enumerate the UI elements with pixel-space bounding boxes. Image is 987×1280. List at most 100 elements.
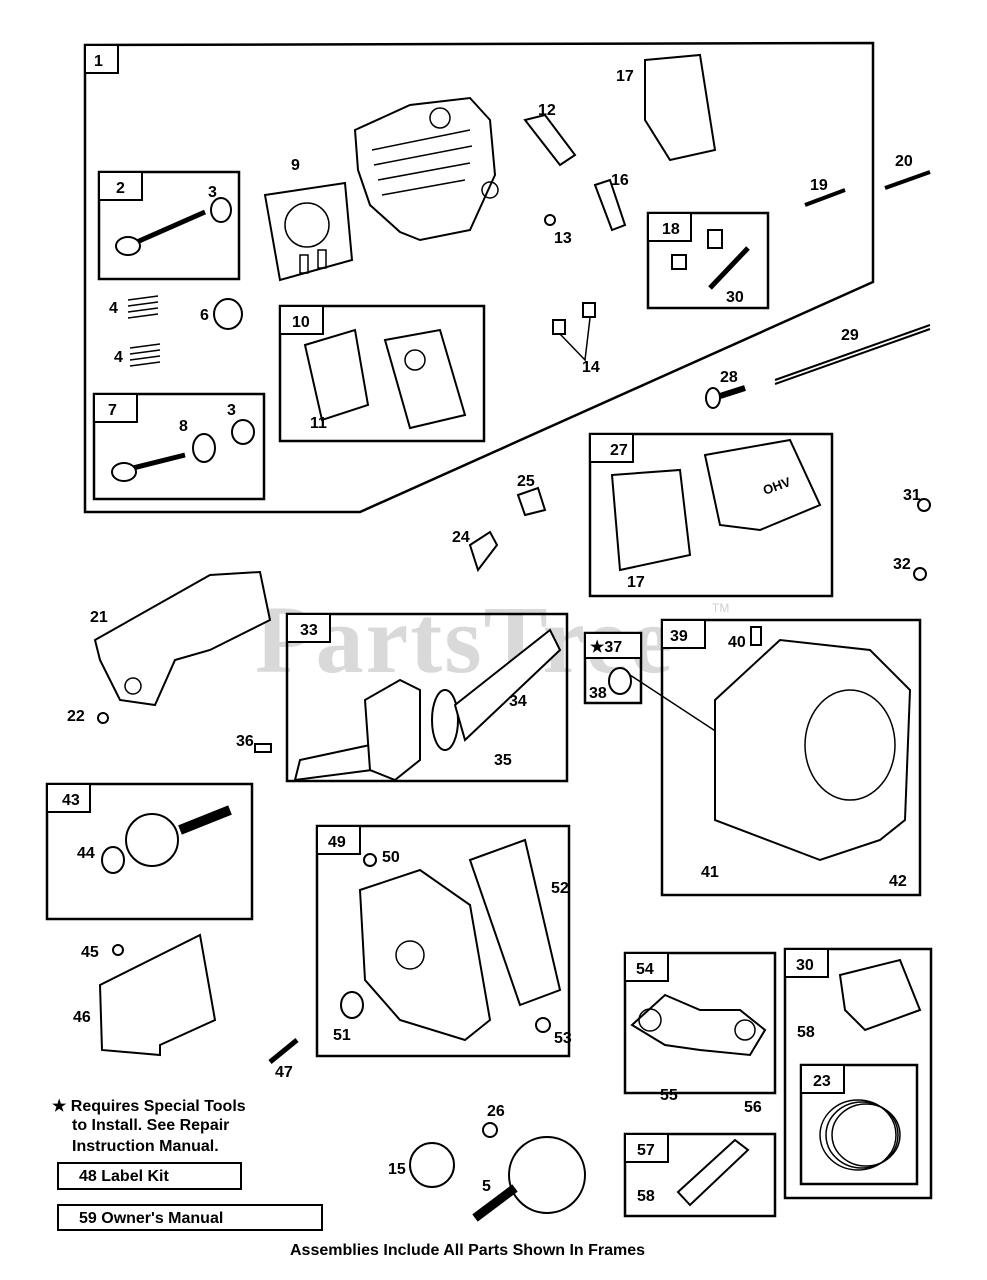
callout-58b: 58 bbox=[637, 1188, 655, 1205]
callout-14: 14 bbox=[582, 359, 600, 376]
callout-55: 55 bbox=[660, 1087, 678, 1104]
callout-13: 13 bbox=[554, 230, 572, 247]
screw-13-part bbox=[544, 214, 556, 226]
screw-45-part bbox=[112, 944, 124, 956]
callout-41: 41 bbox=[701, 864, 719, 881]
cylinder-head-part bbox=[353, 96, 499, 242]
callout-51: 51 bbox=[333, 1027, 351, 1044]
frame-label-27: 27 bbox=[610, 442, 628, 459]
callout-38: 38 bbox=[589, 685, 607, 702]
frame-label-1: 1 bbox=[94, 53, 103, 70]
frame-label-18: 18 bbox=[662, 221, 680, 238]
callout-32: 32 bbox=[893, 556, 911, 573]
frame-label-33: 33 bbox=[300, 622, 318, 639]
callout-47: 47 bbox=[275, 1064, 293, 1081]
frame-27[interactable]: 27 OHV bbox=[588, 432, 834, 598]
callout-36: 36 bbox=[236, 733, 254, 750]
cover-gasket-part bbox=[644, 53, 717, 162]
frame-43[interactable]: 43 bbox=[45, 782, 254, 921]
callout-4b: 4 bbox=[114, 349, 123, 366]
frame-label-57: 57 bbox=[637, 1142, 655, 1159]
frame-18[interactable]: 18 bbox=[646, 211, 770, 310]
frame-7[interactable]: 7 bbox=[92, 392, 266, 501]
callout-3b: 3 bbox=[227, 402, 236, 419]
callout-44: 44 bbox=[77, 845, 95, 862]
callout-30a: 30 bbox=[726, 289, 744, 306]
callout-19: 19 bbox=[810, 177, 828, 194]
frame-54[interactable]: 54 bbox=[623, 951, 777, 1095]
screw-32-part bbox=[913, 567, 927, 581]
callout-46: 46 bbox=[73, 1009, 91, 1026]
frame-label-7: 7 bbox=[108, 402, 117, 419]
push-rod-29-part bbox=[774, 324, 931, 381]
callout-50: 50 bbox=[382, 849, 400, 866]
callout-3a: 3 bbox=[208, 184, 217, 201]
frame-37[interactable]: ★37 bbox=[583, 631, 643, 705]
frame-label-30: 30 bbox=[796, 957, 814, 974]
spark-plug-24-part bbox=[468, 530, 499, 573]
callout-35: 35 bbox=[494, 752, 512, 769]
tappet-28-part bbox=[705, 385, 746, 409]
frame-23[interactable]: 23 bbox=[799, 1063, 919, 1186]
callout-12: 12 bbox=[538, 102, 556, 119]
callout-16: 16 bbox=[611, 172, 629, 189]
special-tools-note: ★ Requires Special Tools bbox=[52, 1096, 246, 1116]
key-36-part bbox=[254, 743, 272, 753]
callout-labels: 3 4 4 6 8 3 9 11 12 13 14 16 17 19 20 29… bbox=[67, 68, 921, 1205]
frame-label-2: 2 bbox=[116, 180, 125, 197]
callout-8: 8 bbox=[179, 418, 188, 435]
callout-11: 11 bbox=[310, 415, 327, 432]
callout-52: 52 bbox=[551, 880, 569, 897]
frame-49[interactable]: 49 bbox=[315, 824, 571, 1058]
frame-39[interactable]: 39 bbox=[660, 618, 922, 897]
star-icon: ★ bbox=[52, 1098, 67, 1115]
frame-label-54: 54 bbox=[636, 961, 654, 978]
frame-label-43: 43 bbox=[62, 792, 80, 809]
breather-tube-25-part bbox=[516, 486, 547, 517]
special-tools-line1: Requires Special Tools bbox=[70, 1098, 246, 1115]
callout-20: 20 bbox=[895, 153, 913, 170]
owners-manual-box[interactable]: 59 Owner's Manual bbox=[57, 1204, 323, 1231]
frame-label-49: 49 bbox=[328, 834, 346, 851]
special-tools-line3: Instruction Manual. bbox=[72, 1138, 219, 1155]
label-kit-box[interactable]: 48 Label Kit bbox=[57, 1162, 242, 1190]
frame-1[interactable]: 1 bbox=[83, 41, 875, 514]
callout-25: 25 bbox=[517, 473, 535, 490]
frame-label-39: 39 bbox=[670, 628, 688, 645]
frame-2[interactable]: 2 bbox=[97, 170, 241, 281]
callout-17a: 17 bbox=[616, 68, 634, 85]
frame-57[interactable]: 57 bbox=[623, 1132, 777, 1218]
retainer-14a-part bbox=[552, 319, 566, 335]
camshaft-5-part bbox=[472, 1184, 518, 1222]
head-gasket-part bbox=[263, 181, 354, 282]
part-26 bbox=[482, 1122, 498, 1138]
frame-10[interactable]: 10 bbox=[278, 304, 486, 443]
callout-56: 56 bbox=[744, 1099, 762, 1116]
screw-47-part bbox=[268, 1038, 299, 1064]
callout-4a: 4 bbox=[109, 300, 118, 317]
callout-58a: 58 bbox=[797, 1024, 815, 1041]
valve-spring-parts bbox=[127, 295, 243, 367]
camshaft-gear-5-part bbox=[508, 1136, 586, 1214]
callout-6: 6 bbox=[200, 307, 209, 324]
rocker-arm-part bbox=[593, 178, 627, 232]
bracket-46-part bbox=[98, 933, 217, 1057]
gear-15-part bbox=[409, 1142, 455, 1188]
callout-24: 24 bbox=[452, 529, 470, 546]
bolt-19-part bbox=[804, 188, 846, 207]
frame-label-10: 10 bbox=[292, 314, 310, 331]
frame-label-23: 23 bbox=[813, 1073, 831, 1090]
trademark: TM bbox=[712, 601, 729, 615]
callout-9: 9 bbox=[291, 157, 300, 174]
retainer-14b-part bbox=[582, 302, 596, 318]
callout-34: 34 bbox=[509, 693, 527, 710]
frame-30[interactable]: 30 bbox=[783, 947, 933, 1200]
callout-26: 26 bbox=[487, 1103, 505, 1120]
blower-housing-21-part bbox=[93, 570, 272, 707]
frame-33[interactable]: 33 bbox=[285, 612, 569, 783]
callout-28: 28 bbox=[720, 369, 738, 386]
special-tools-line2: to Install. See Repair bbox=[72, 1117, 230, 1134]
callout-5: 5 bbox=[482, 1178, 491, 1195]
screw-31-part bbox=[917, 498, 931, 512]
